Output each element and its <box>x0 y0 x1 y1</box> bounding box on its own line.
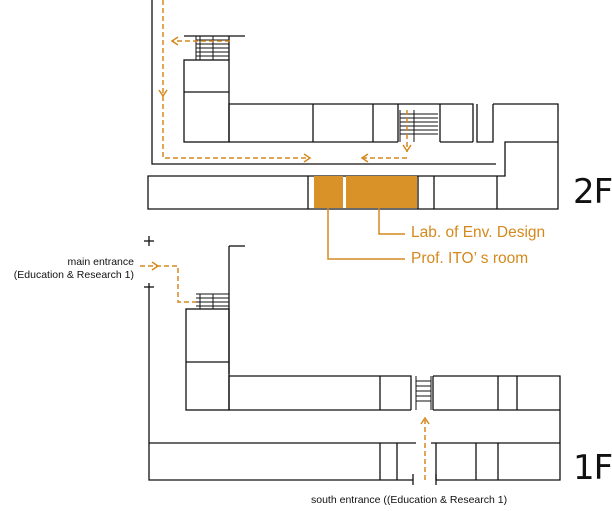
1f-route <box>140 265 426 480</box>
2f-north-rooms <box>228 103 474 142</box>
2f-route-arrows <box>158 36 412 163</box>
2f-stair-block-room <box>183 59 230 143</box>
2f-east-wing <box>476 104 494 143</box>
1f-route-arrows <box>151 261 430 425</box>
1f-north-rooms <box>228 375 412 410</box>
1f-stair-block-room <box>185 308 230 411</box>
main-entrance-line2: (Education & Research 1) <box>13 269 134 281</box>
lab-env-design-highlight <box>346 176 417 208</box>
2f-route <box>162 0 408 159</box>
1f-south-wall <box>148 443 413 481</box>
1f-east-rooms <box>433 375 561 481</box>
prof-ito-room-label: Prof. ITO’ s room <box>411 250 529 267</box>
floor-1-plan <box>144 236 561 485</box>
2f-east-wing-outer <box>147 103 559 210</box>
prof-callout-leader <box>327 208 405 260</box>
2f-west-wall <box>151 0 496 165</box>
lab-callout-leader <box>378 208 405 235</box>
lab-env-design-label: Lab. of Env. Design <box>411 224 546 241</box>
floor-label-2f: 2F <box>573 172 612 212</box>
2f-north-stairs <box>195 36 229 60</box>
floor-label-1f: 1F <box>573 448 612 488</box>
main-entrance-line1: main entrance <box>67 256 134 268</box>
south-entrance-label: south entrance ((Education & Research 1) <box>311 494 508 506</box>
1f-east-stairs <box>415 376 432 410</box>
1f-west-wall <box>148 283 416 444</box>
main-entrance-label: main entrance (Education & Research 1) <box>0 256 134 282</box>
1f-west-stairs <box>196 293 229 309</box>
2f-east-stairs <box>399 110 438 142</box>
prof-ito-room-highlight <box>314 176 343 208</box>
